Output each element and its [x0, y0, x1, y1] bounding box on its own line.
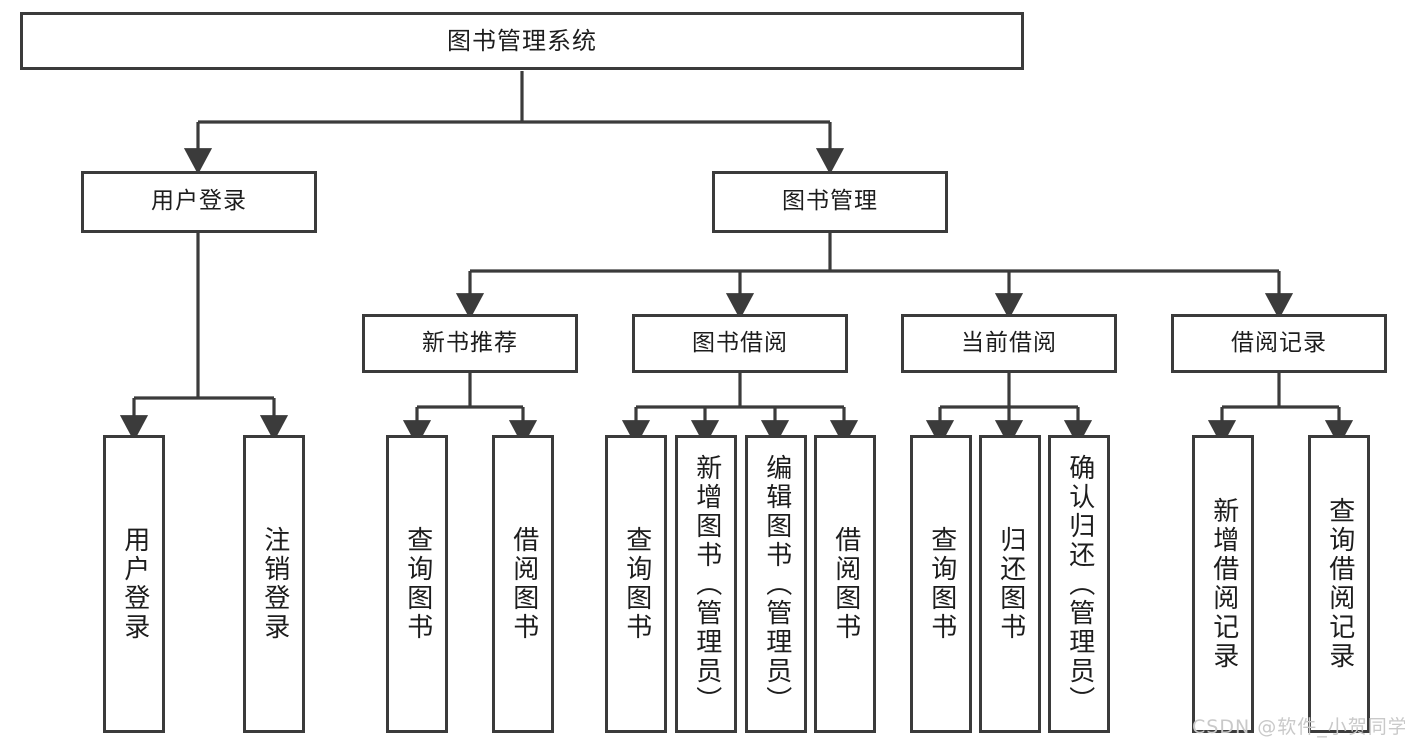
node-borrow-record[interactable]: 借阅记录 [1171, 314, 1387, 373]
leaf-record-add-record[interactable]: 新增借阅记录 [1192, 435, 1254, 733]
node-label: 新书推荐 [422, 329, 518, 356]
node-label: 注销登录 [259, 526, 290, 642]
node-label: 归还图书 [995, 526, 1026, 642]
node-label: 新增借阅记录 [1208, 497, 1239, 671]
node-label: 编辑图书（管理员） [761, 453, 792, 715]
leaf-borrow-borrow-book[interactable]: 借阅图书 [814, 435, 876, 733]
node-new-book-recommend[interactable]: 新书推荐 [362, 314, 578, 373]
node-label: 确认归还（管理员） [1064, 453, 1095, 715]
leaf-current-confirm-return-admin[interactable]: 确认归还（管理员） [1048, 435, 1110, 733]
node-current-borrow[interactable]: 当前借阅 [901, 314, 1117, 373]
node-label: 新增图书（管理员） [691, 453, 722, 715]
node-label: 图书借阅 [692, 329, 788, 356]
node-label: 当前借阅 [961, 329, 1057, 356]
leaf-record-query-record[interactable]: 查询借阅记录 [1308, 435, 1370, 733]
watermark: CSDN @软件_小贺同学 [1192, 716, 1405, 738]
leaf-borrow-query-book[interactable]: 查询图书 [605, 435, 667, 733]
node-label: 图书管理系统 [447, 26, 597, 55]
node-label: 查询图书 [402, 526, 433, 642]
node-label: 借阅记录 [1231, 329, 1327, 356]
leaf-current-return-book[interactable]: 归还图书 [979, 435, 1041, 733]
leaf-user-login-logout[interactable]: 注销登录 [243, 435, 305, 733]
node-label: 查询图书 [926, 526, 957, 642]
node-label: 用户登录 [151, 188, 247, 215]
node-label: 查询借阅记录 [1324, 497, 1355, 671]
leaf-borrow-add-book-admin[interactable]: 新增图书（管理员） [675, 435, 737, 733]
leaf-recommend-query-book[interactable]: 查询图书 [386, 435, 448, 733]
node-root-system[interactable]: 图书管理系统 [20, 12, 1024, 70]
node-label: 借阅图书 [508, 526, 539, 642]
node-book-borrow[interactable]: 图书借阅 [632, 314, 848, 373]
leaf-user-login-login[interactable]: 用户登录 [103, 435, 165, 733]
node-label: 借阅图书 [830, 526, 861, 642]
leaf-current-query-book[interactable]: 查询图书 [910, 435, 972, 733]
node-label: 查询图书 [621, 526, 652, 642]
leaf-recommend-borrow-book[interactable]: 借阅图书 [492, 435, 554, 733]
node-label: 用户登录 [119, 526, 150, 642]
node-book-management[interactable]: 图书管理 [712, 171, 948, 233]
leaf-borrow-edit-book-admin[interactable]: 编辑图书（管理员） [745, 435, 807, 733]
node-label: 图书管理 [782, 188, 878, 215]
node-user-login[interactable]: 用户登录 [81, 171, 317, 233]
